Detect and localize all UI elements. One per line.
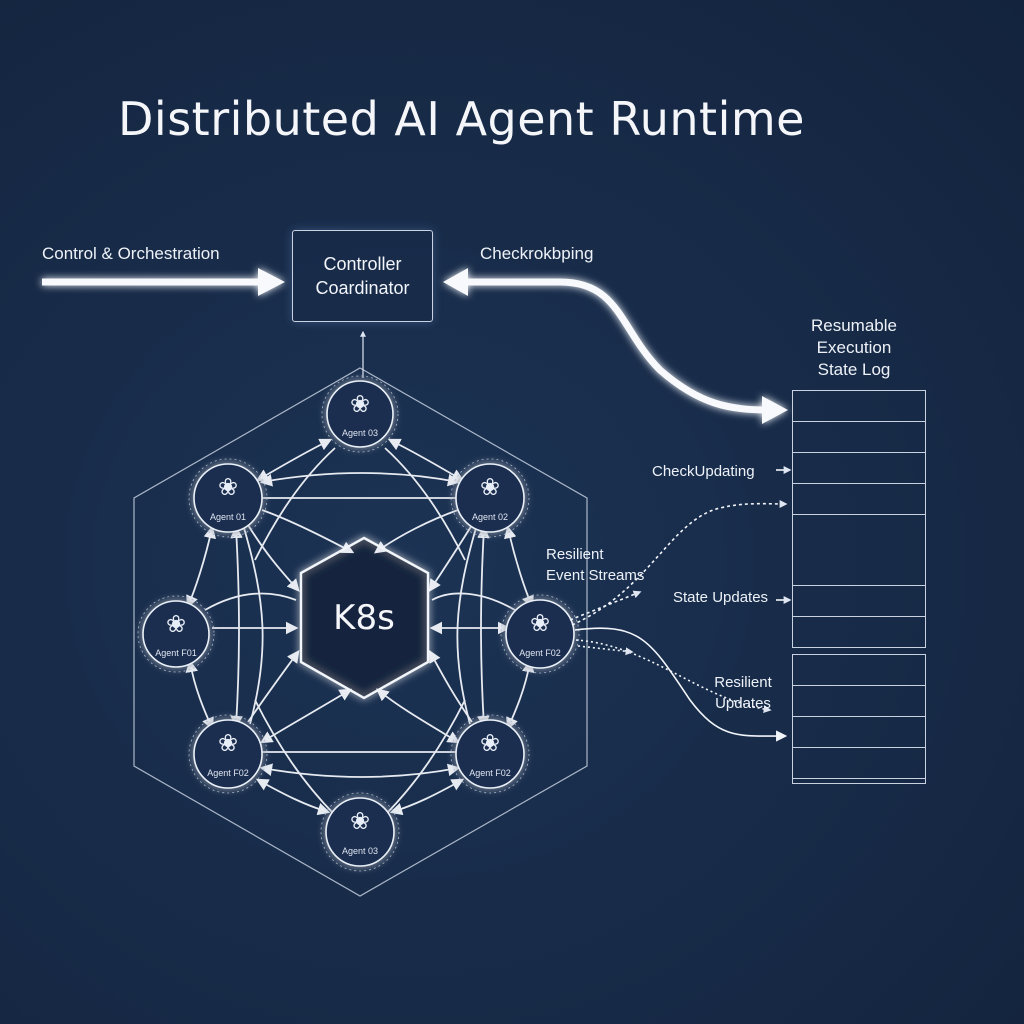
brain-icon: ❀ [165, 611, 187, 638]
controller-line1: Controller [323, 254, 402, 274]
state-log-title-line3: State Log [817, 360, 891, 379]
control-arrow [42, 268, 285, 296]
log-row [792, 685, 926, 717]
resilient-event-line2: Event Streams [546, 567, 645, 584]
log-row [792, 514, 926, 586]
log-row [792, 747, 926, 779]
brain-icon: ❀ [479, 474, 501, 501]
agent-node-mid-left [142, 600, 210, 668]
log-row [792, 585, 926, 617]
k8s-hexagon [299, 536, 430, 700]
agent-node-lower-right [455, 719, 525, 789]
log-row [792, 421, 926, 453]
control-label: Control & Orchestration [42, 244, 220, 263]
agent-label: Agent 03 [341, 428, 379, 438]
state-log-title-line2: Execution [816, 338, 892, 357]
checkpoint-arrow [443, 268, 788, 424]
resilient-updates-line1: Resilient [714, 674, 772, 691]
controller-line2: Coardinator [315, 278, 410, 298]
agent-node-rings [137, 375, 580, 872]
agent-label: Agent 01 [209, 512, 247, 522]
checkpointing-label: Checkrokbping [480, 244, 594, 263]
log-connections [569, 466, 792, 742]
agent-node-mid-right [505, 599, 575, 669]
agent-label: Agent F02 [469, 768, 511, 778]
cluster-hexagon [133, 367, 588, 897]
brain-icon: ❀ [479, 730, 501, 757]
brain-icon: ❀ [529, 610, 551, 637]
state-log-title-line1: Resumable [811, 316, 897, 335]
agent-label: Agent F01 [155, 648, 197, 658]
k8s-label: K8s [333, 598, 395, 638]
state-updates-label: State Updates [673, 589, 769, 606]
brain-icon: ❀ [217, 730, 239, 757]
brain-icon: ❀ [349, 391, 371, 418]
log-row [792, 483, 926, 515]
log-row [792, 778, 926, 784]
agent-node-bottom [325, 797, 395, 867]
check-updating-label: CheckUpdating [652, 463, 755, 480]
resilient-updates-label: Resilient Updates [704, 672, 782, 714]
log-row [792, 654, 926, 686]
agent-node-upper-right [455, 463, 525, 533]
controller-box: Controller Coardinator [292, 230, 433, 322]
agent-label: Agent F02 [519, 648, 561, 658]
agent-mesh [185, 438, 535, 816]
agent-node-lower-left [193, 719, 263, 789]
agent-node-upper-left [193, 463, 263, 533]
log-row [792, 716, 926, 748]
agent-node-top [326, 380, 394, 448]
brain-icon: ❀ [217, 474, 239, 501]
resilient-event-streams-label: Resilient Event Streams [546, 544, 644, 586]
log-row [792, 390, 926, 422]
resilient-updates-line2: Updates [715, 695, 771, 712]
agent-nodes [142, 380, 575, 867]
brain-icon: ❀ [349, 808, 371, 835]
agent-label: Agent 02 [471, 512, 509, 522]
log-row [792, 616, 926, 648]
page-title: Distributed AI Agent Runtime [118, 92, 805, 146]
agent-label: Agent 03 [341, 846, 379, 856]
state-log-title: Resumable Execution State Log [790, 315, 918, 381]
agent-label: Agent F02 [207, 768, 249, 778]
log-row [792, 452, 926, 484]
resilient-event-line1: Resilient [546, 546, 604, 563]
